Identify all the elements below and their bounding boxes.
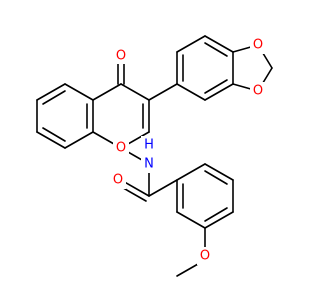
label-backdrop [250,82,266,100]
label-backdrop [113,46,129,64]
methoxy-oxygen-label: O [200,249,210,264]
bond [204,170,228,185]
bond [120,83,150,101]
label-backdrop [141,155,157,173]
label-backdrop [113,139,129,157]
label-backdrop [197,247,213,265]
atom-labels: O O N H O O O O [110,36,266,265]
ring-oxygen-label: O [116,141,126,156]
bond [148,179,178,197]
bond [64,131,94,149]
bond [148,83,178,101]
structure-canvas: O O N H O O O O [36,35,273,277]
dioxole-oxygen-top-label: O [253,38,263,53]
amide-nitrogen-label: N [144,157,154,172]
bond [204,42,228,57]
label-backdrop [141,136,157,154]
bond [204,207,228,222]
bond [176,163,206,181]
bond [204,83,234,101]
bond [204,211,234,229]
bond [36,83,66,101]
bond [204,163,234,181]
dioxole-oxygen-bottom-label: O [253,84,263,99]
bond [92,83,122,101]
bond [36,131,66,149]
bond [204,79,228,94]
amide-hydrogen-label: H [144,138,154,153]
bond [204,35,234,53]
label-backdrop [250,36,266,54]
bond [42,127,66,142]
label-backdrop [110,171,126,189]
bond [176,211,206,229]
bond [176,83,206,101]
bond [176,35,206,53]
bond [42,90,66,105]
amide-oxygen-label: O [113,173,123,188]
ketone-oxygen-label: O [116,49,126,64]
bond [64,83,94,101]
